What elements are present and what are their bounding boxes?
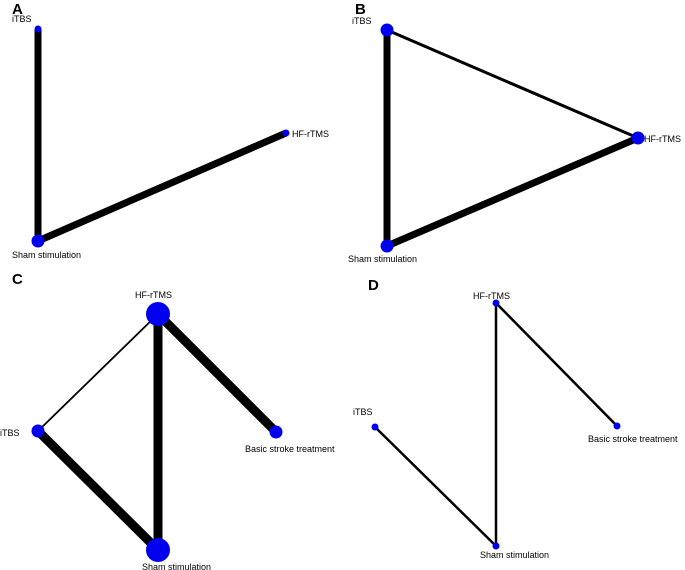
node-itbs [34,25,42,33]
node-itbs [371,423,379,431]
edge-itbs-sham [374,426,497,547]
node-hfrtms [631,131,645,145]
edge-sham-hfrtms [385,134,640,250]
node-label-sham: Sham stimulation [142,562,211,570]
node-sham [380,239,394,253]
node-label-hfrtms: HF-rTMS [292,129,329,139]
node-basic [613,422,621,430]
node-label-hfrtms: HF-rTMS [135,290,172,300]
node-label-itbs: iTBS [352,16,372,26]
node-basic [269,425,283,439]
node-hfrtms [282,129,290,137]
edge-itbs-hfrtms [386,28,639,140]
node-hfrtms [492,299,500,307]
node-label-hfrtms: HF-rTMS [644,134,681,144]
panel-letter: D [368,277,379,294]
node-label-sham: Sham stimulation [348,254,417,264]
node-label-basic: Basic stroke treatment [245,444,335,454]
panel-letter: B [355,1,366,18]
node-itbs [380,23,394,37]
node-itbs [31,424,45,438]
edge-itbs-sham [34,427,162,554]
node-label-sham: Sham stimulation [480,550,549,560]
edge-hfrtms-basic [154,310,280,436]
node-sham [31,234,45,248]
node-label-itbs: iTBS [353,407,373,417]
node-label-basic: Basic stroke treatment [588,434,678,444]
edge-sham-hfrtms [36,129,288,245]
node-sham [146,538,170,562]
node-label-itbs: iTBS [12,14,32,24]
edge-hfrtms-itbs [37,313,159,432]
edge-hfrtms-basic [495,302,618,427]
node-label-itbs: iTBS [0,428,20,438]
node-sham [492,542,500,550]
node-label-hfrtms: HF-rTMS [473,291,510,301]
panel-letter: C [12,271,23,288]
panel-letter: A [12,1,23,18]
node-hfrtms [146,302,170,326]
node-label-sham: Sham stimulation [12,250,81,260]
